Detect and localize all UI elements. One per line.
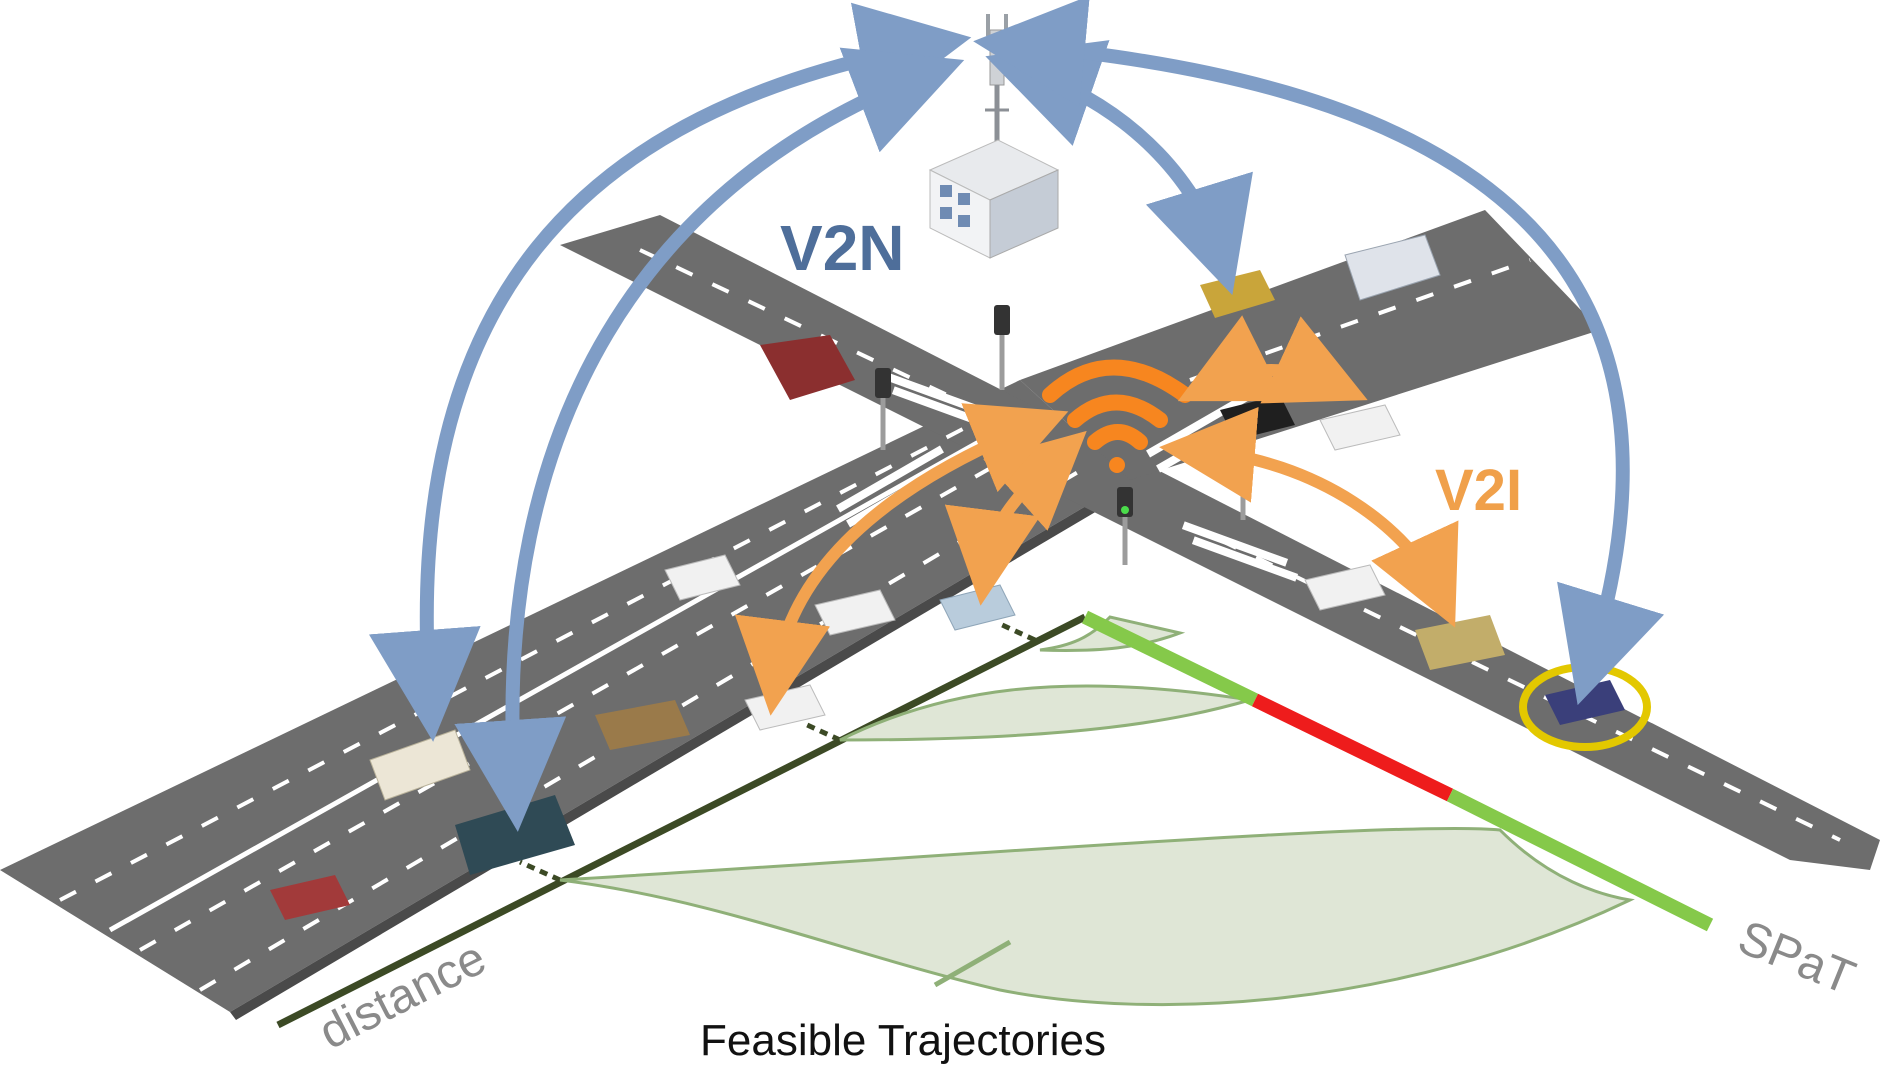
v2i-arrow-far [1177,315,1368,404]
spat-red [1251,693,1454,802]
spat-green-2 [1446,788,1714,932]
v2n-arrow-truck [454,47,965,832]
center-line [108,427,1002,933]
trajectory-region-lower [559,826,1635,1007]
v2i-arrow-left [734,403,1069,716]
v2n-label: V2N [780,212,905,284]
v2n-arrows [368,0,1665,832]
car-icon [270,875,350,920]
trajectory-region-middle [839,684,1251,742]
spat-axis-label: SPaT [1731,911,1862,1005]
v2i-arrows [734,315,1459,716]
caption: Feasible Trajectories [700,1016,1106,1065]
v2i-label: V2I [1435,458,1522,523]
v2i-arrow-right [1159,406,1459,628]
cell-tower-icon [985,14,1009,150]
v2n-arrow-police [973,0,1665,706]
